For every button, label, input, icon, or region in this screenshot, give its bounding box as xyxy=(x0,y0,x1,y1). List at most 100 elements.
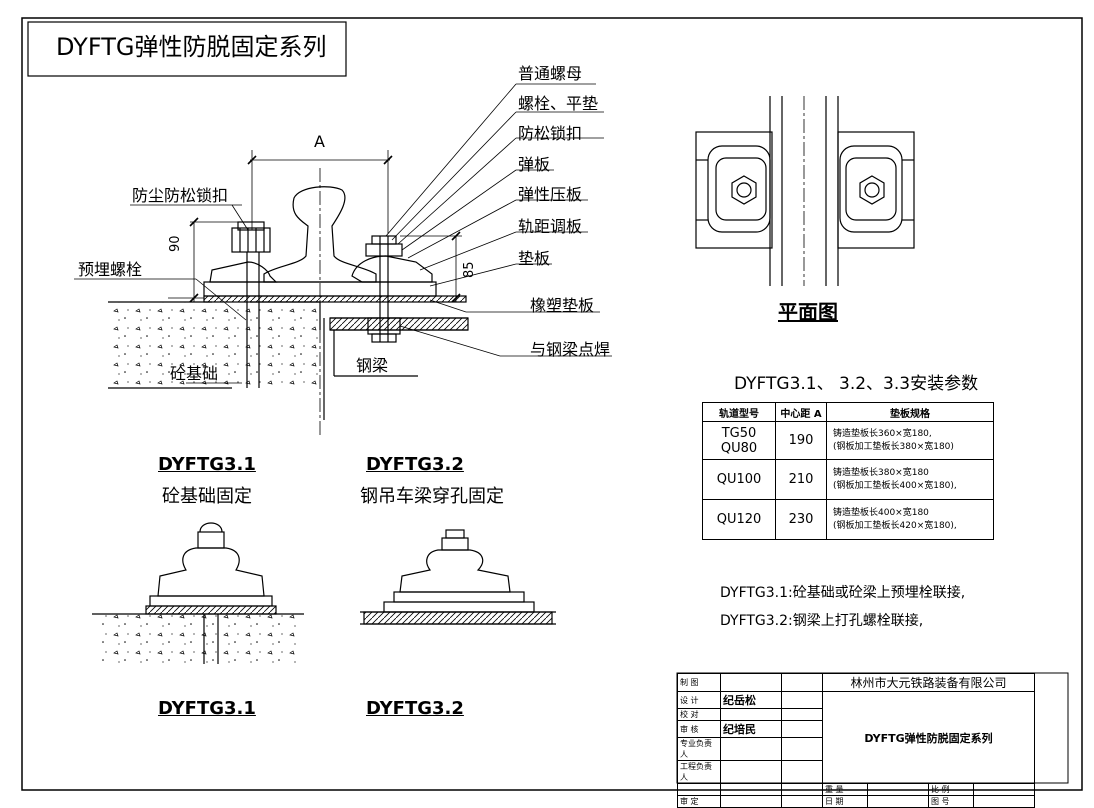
params-header-spec: 垫板规格 xyxy=(826,402,994,422)
tb-blank xyxy=(781,737,823,761)
tb-weight xyxy=(867,783,929,796)
table-row: QU120 230 铸造垫板长400×宽180 (钢板加工垫板长420×宽180)… xyxy=(702,499,994,540)
params-model: QU120 xyxy=(702,499,776,540)
callout-anti-loose-lock: 防松锁扣 xyxy=(518,124,583,143)
tb-name xyxy=(720,760,782,784)
tb-company: 林州市大元铁路装备有限公司 xyxy=(822,673,1035,692)
tb-designer: 纪岳松 xyxy=(720,691,782,709)
tb-drawing-no xyxy=(973,795,1035,808)
callout-dust-lock: 防尘防松锁扣 xyxy=(132,186,229,205)
table-row: TG50 QU80 190 铸造垫板长360×宽180, (钢板加工垫板长380×… xyxy=(702,421,994,460)
dimension-85-label: 85 xyxy=(462,261,477,278)
detail-drawing-g32 xyxy=(360,529,556,625)
tb-name xyxy=(720,708,782,721)
main-section-drawing xyxy=(74,150,469,436)
tb-drawing-no-label: 图 号 xyxy=(928,795,974,808)
params-spec2: (钢板加工垫板长400×宽180), xyxy=(833,480,957,491)
params-spec: 铸造垫板长400×宽180 (钢板加工垫板长420×宽180), xyxy=(826,499,994,540)
params-model: TG50 QU80 xyxy=(702,421,776,460)
params-spec2: (钢板加工垫板长380×宽180) xyxy=(833,441,954,452)
table-row: 工程负责人 xyxy=(677,760,1035,784)
tb-role xyxy=(677,783,721,796)
params-spec: 铸造垫板长360×宽180, (钢板加工垫板长380×宽180) xyxy=(826,421,994,460)
callout-embedded-bolt: 预埋螺栓 xyxy=(78,260,143,279)
tb-blank xyxy=(781,760,823,784)
params-header-row: 轨道型号 中心距 A 垫板规格 xyxy=(702,402,994,422)
params-spec2: (钢板加工垫板长420×宽180), xyxy=(833,520,957,531)
callout-rubber-pad: 橡塑垫板 xyxy=(530,296,595,315)
table-row: 重 量 比 例 xyxy=(677,783,1035,796)
callout-normal-nut: 普通螺母 xyxy=(518,64,583,83)
params-spec1: 铸造垫板长380×宽180 xyxy=(833,467,929,478)
params-table: 轨道型号 中心距 A 垫板规格 TG50 QU80 190 铸造垫板长360×宽… xyxy=(702,402,994,540)
params-a: 230 xyxy=(775,499,827,540)
tb-role: 校 对 xyxy=(677,708,721,721)
plan-view-drawing xyxy=(695,96,915,286)
table-row: QU100 210 铸造垫板长380×宽180 (钢板加工垫板长400×宽180)… xyxy=(702,459,994,500)
tb-name xyxy=(720,737,782,761)
tb-role: 审 核 xyxy=(677,720,721,738)
caption-g32: DYFTG3.2 xyxy=(366,454,464,475)
table-row: 设 计 纪岳松 DYFTG弹性防脱固定系列 xyxy=(677,691,1035,784)
caption-g32-sub: 钢吊车梁穿孔固定 xyxy=(360,486,504,507)
params-model: QU100 xyxy=(702,459,776,500)
tb-drawing-name: DYFTG弹性防脱固定系列 xyxy=(822,691,1035,784)
concrete-base xyxy=(108,302,320,388)
tb-blank xyxy=(781,795,823,808)
callout-bolt-washer: 螺栓、平垫 xyxy=(518,94,599,113)
tb-weight-label: 重 量 xyxy=(822,783,868,796)
tb-role: 制 图 xyxy=(677,673,721,692)
tb-reviewer: 纪培民 xyxy=(720,720,782,738)
table-row: 专业负责人 xyxy=(677,737,1035,761)
tb-name xyxy=(720,795,782,808)
callout-spot-weld: 与钢梁点焊 xyxy=(530,340,611,359)
callout-gauge-plate: 轨距调板 xyxy=(518,217,583,236)
tb-date xyxy=(867,795,929,808)
caption-g31-sub: 砼基础固定 xyxy=(162,486,252,507)
tb-name xyxy=(720,783,782,796)
note-g32: DYFTG3.2:钢梁上打孔螺栓联接, xyxy=(720,613,924,629)
title-block: 制 图 林州市大元铁路装备有限公司 设 计 纪岳松 DYFTG弹性防脱固定系列 … xyxy=(677,673,1035,808)
drawing-border xyxy=(21,17,1083,791)
tb-role: 工程负责人 xyxy=(677,760,721,784)
drawing-title: DYFTG弹性防脱固定系列 xyxy=(56,33,327,61)
caption-g31-bottom: DYFTG3.1 xyxy=(158,698,256,719)
tb-blank xyxy=(781,673,823,692)
tb-blank xyxy=(781,708,823,721)
rubber-pad xyxy=(203,295,467,303)
tb-role: 专业负责人 xyxy=(677,737,721,761)
tb-scale xyxy=(973,783,1035,796)
callout-base-plate: 垫板 xyxy=(518,249,551,268)
callout-concrete-base: 砼基础 xyxy=(170,364,219,383)
tb-blank xyxy=(781,720,823,738)
callout-steel-beam: 钢梁 xyxy=(356,356,389,375)
tb-blank xyxy=(781,783,823,796)
dimension-a-label: A xyxy=(314,132,325,151)
tb-role: 审 定 xyxy=(677,795,721,808)
caption-g32-bottom: DYFTG3.2 xyxy=(366,698,464,719)
tb-blank xyxy=(781,691,823,709)
caption-g31: DYFTG3.1 xyxy=(158,454,256,475)
params-a: 210 xyxy=(775,459,827,500)
params-title: DYFTG3.1、 3.2、3.3安装参数 xyxy=(734,374,979,394)
params-spec1: 铸造垫板长400×宽180 xyxy=(833,507,929,518)
tb-name xyxy=(720,673,782,692)
params-header-a: 中心距 A xyxy=(775,402,827,422)
params-spec1: 铸造垫板长360×宽180, xyxy=(833,428,932,439)
callout-elastic-clamp: 弹性压板 xyxy=(518,185,583,204)
callout-leaders xyxy=(385,83,612,357)
note-g31: DYFTG3.1:砼基础或砼梁上预埋栓联接, xyxy=(720,585,966,601)
detail-drawing-g31 xyxy=(92,522,304,664)
plan-view-title: 平面图 xyxy=(778,300,838,324)
tb-date-label: 日 期 xyxy=(822,795,868,808)
table-row: 审 定 日 期 图 号 xyxy=(677,795,1035,808)
params-spec: 铸造垫板长380×宽180 (钢板加工垫板长400×宽180), xyxy=(826,459,994,500)
params-header-model: 轨道型号 xyxy=(702,402,776,422)
dimension-90-label: 90 xyxy=(168,235,183,252)
params-a: 190 xyxy=(775,421,827,460)
tb-scale-label: 比 例 xyxy=(928,783,974,796)
callout-spring-plate: 弹板 xyxy=(518,155,551,174)
tb-role: 设 计 xyxy=(677,691,721,709)
table-row: 制 图 林州市大元铁路装备有限公司 xyxy=(677,673,1035,692)
rail-profile xyxy=(263,186,377,283)
